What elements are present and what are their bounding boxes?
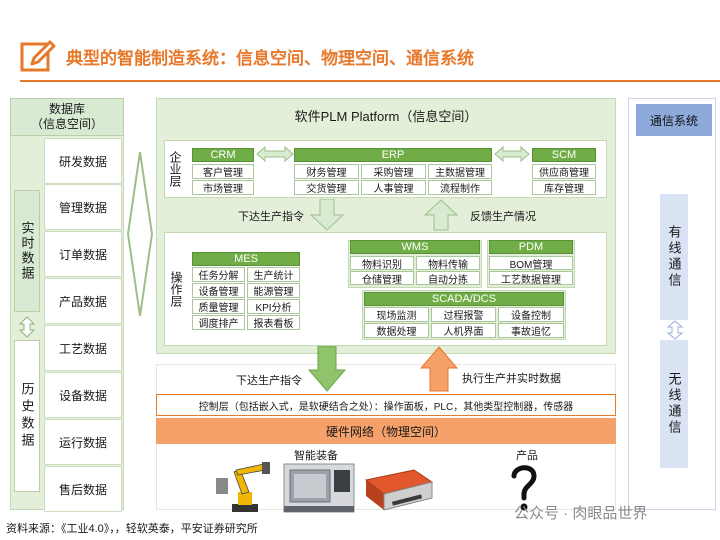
pdm-header: PDM: [489, 240, 573, 254]
pdm-item: 工艺数据管理: [489, 271, 573, 286]
double-arrow-icon: [256, 146, 294, 162]
mes-item: KPI分析: [247, 299, 300, 314]
mes-item: 任务分解: [192, 267, 245, 282]
scada-item: 数据处理: [364, 323, 429, 338]
db-item: 设备数据: [44, 372, 122, 418]
erp-item: 采购管理: [361, 164, 426, 179]
mes-item: 设备管理: [192, 283, 245, 298]
scada-item: 设备控制: [498, 307, 564, 322]
erp-header: ERP: [294, 148, 492, 162]
operations-layer-label: 操作层: [169, 271, 183, 307]
wired-communication-box: 有线通信: [660, 194, 688, 320]
crm-item: 客户管理: [192, 164, 254, 179]
scada-item: 现场监测: [364, 307, 429, 322]
laser-machine-icon: [364, 469, 434, 511]
erp-item: 人事管理: [361, 180, 426, 195]
database-header-subtitle: （信息空间）: [30, 117, 103, 131]
database-header: 数据库 （信息空间）: [10, 98, 124, 136]
watermark: 公众号 · 肉眼品世界: [514, 505, 648, 522]
scm-item: 供应商管理: [532, 164, 596, 179]
arrow-down-icon: [310, 199, 344, 231]
question-mark-icon: [511, 465, 537, 511]
source-note: 资料来源：《工业4.0》，，轻软英泰，平安证券研究所: [6, 523, 258, 535]
double-arrow-horizontal-icon: [126, 151, 154, 317]
scada-header: SCADA/DCS: [364, 292, 564, 306]
page-title: 典型的智能制造系统：信息空间、物理空间、通信系统: [66, 49, 474, 68]
equipment-label: 智能装备: [294, 450, 338, 462]
arrow-up-icon: [420, 346, 458, 392]
realtime-data-box: 实时数据: [14, 190, 40, 312]
wms-item: 自动分拣: [416, 271, 480, 286]
double-arrow-vertical-icon: [18, 316, 36, 338]
mes-item: 质量管理: [192, 299, 245, 314]
scm-header: SCM: [532, 148, 596, 162]
cnc-machine-icon: [283, 463, 355, 513]
scada-item: 事故追忆: [498, 323, 564, 338]
down-arrow-label: 下达生产指令: [236, 375, 302, 387]
edit-pencil-icon: [20, 40, 56, 72]
crm-header: CRM: [192, 148, 254, 162]
robot-arm-icon: [216, 462, 270, 512]
history-data-box: 历史数据: [14, 340, 40, 492]
enterprise-layer-label: 企业层: [168, 151, 182, 187]
db-item: 售后数据: [44, 466, 122, 512]
arrow-down-icon: [308, 346, 346, 392]
wms-header: WMS: [350, 240, 480, 254]
communication-header: 通信系统: [636, 104, 712, 136]
down-arrow-label: 下达生产指令: [238, 211, 304, 223]
erp-item: 流程制作: [428, 180, 492, 195]
mes-header: MES: [192, 252, 300, 266]
arrow-up-icon: [424, 199, 458, 231]
mes-item: 生产统计: [247, 267, 300, 282]
erp-item: 主数据管理: [428, 164, 492, 179]
hardware-network-bar: 硬件网络（物理空间）: [156, 418, 616, 444]
wireless-communication-box: 无线通信: [660, 340, 688, 468]
db-item: 产品数据: [44, 278, 122, 324]
wms-item: 物料识别: [350, 256, 414, 271]
pdm-item: BOM管理: [489, 256, 573, 271]
control-layer-bar: 控制层（包括嵌入式，是软硬结合之处）：操作面板，PLC，其他类型控制器，传感器: [156, 394, 616, 416]
up-arrow-label: 执行生产并实时数据: [462, 373, 561, 385]
scm-item: 库存管理: [532, 180, 596, 195]
erp-item: 交货管理: [294, 180, 359, 195]
erp-item: 财务管理: [294, 164, 359, 179]
up-arrow-label: 反馈生产情况: [470, 211, 536, 223]
plm-title: 软件PLM Platform（信息空间）: [294, 108, 478, 124]
db-item: 运行数据: [44, 419, 122, 465]
double-arrow-icon: [494, 146, 530, 162]
db-item: 管理数据: [44, 184, 122, 230]
mes-item: 报表看板: [247, 315, 300, 330]
mes-item: 调度排产: [192, 315, 245, 330]
wms-item: 物料传输: [416, 256, 480, 271]
db-item: 研发数据: [44, 138, 122, 184]
mes-item: 能源管理: [247, 283, 300, 298]
wms-item: 仓储管理: [350, 271, 414, 286]
scada-item: 人机界面: [431, 323, 496, 338]
product-label: 产品: [516, 450, 538, 462]
db-item: 工艺数据: [44, 325, 122, 371]
crm-item: 市场管理: [192, 180, 254, 195]
database-header-title: 数据库: [48, 102, 85, 116]
title-divider: [20, 80, 720, 82]
double-arrow-vertical-icon: [666, 320, 684, 340]
db-item: 订单数据: [44, 231, 122, 277]
scada-item: 过程报警: [431, 307, 496, 322]
